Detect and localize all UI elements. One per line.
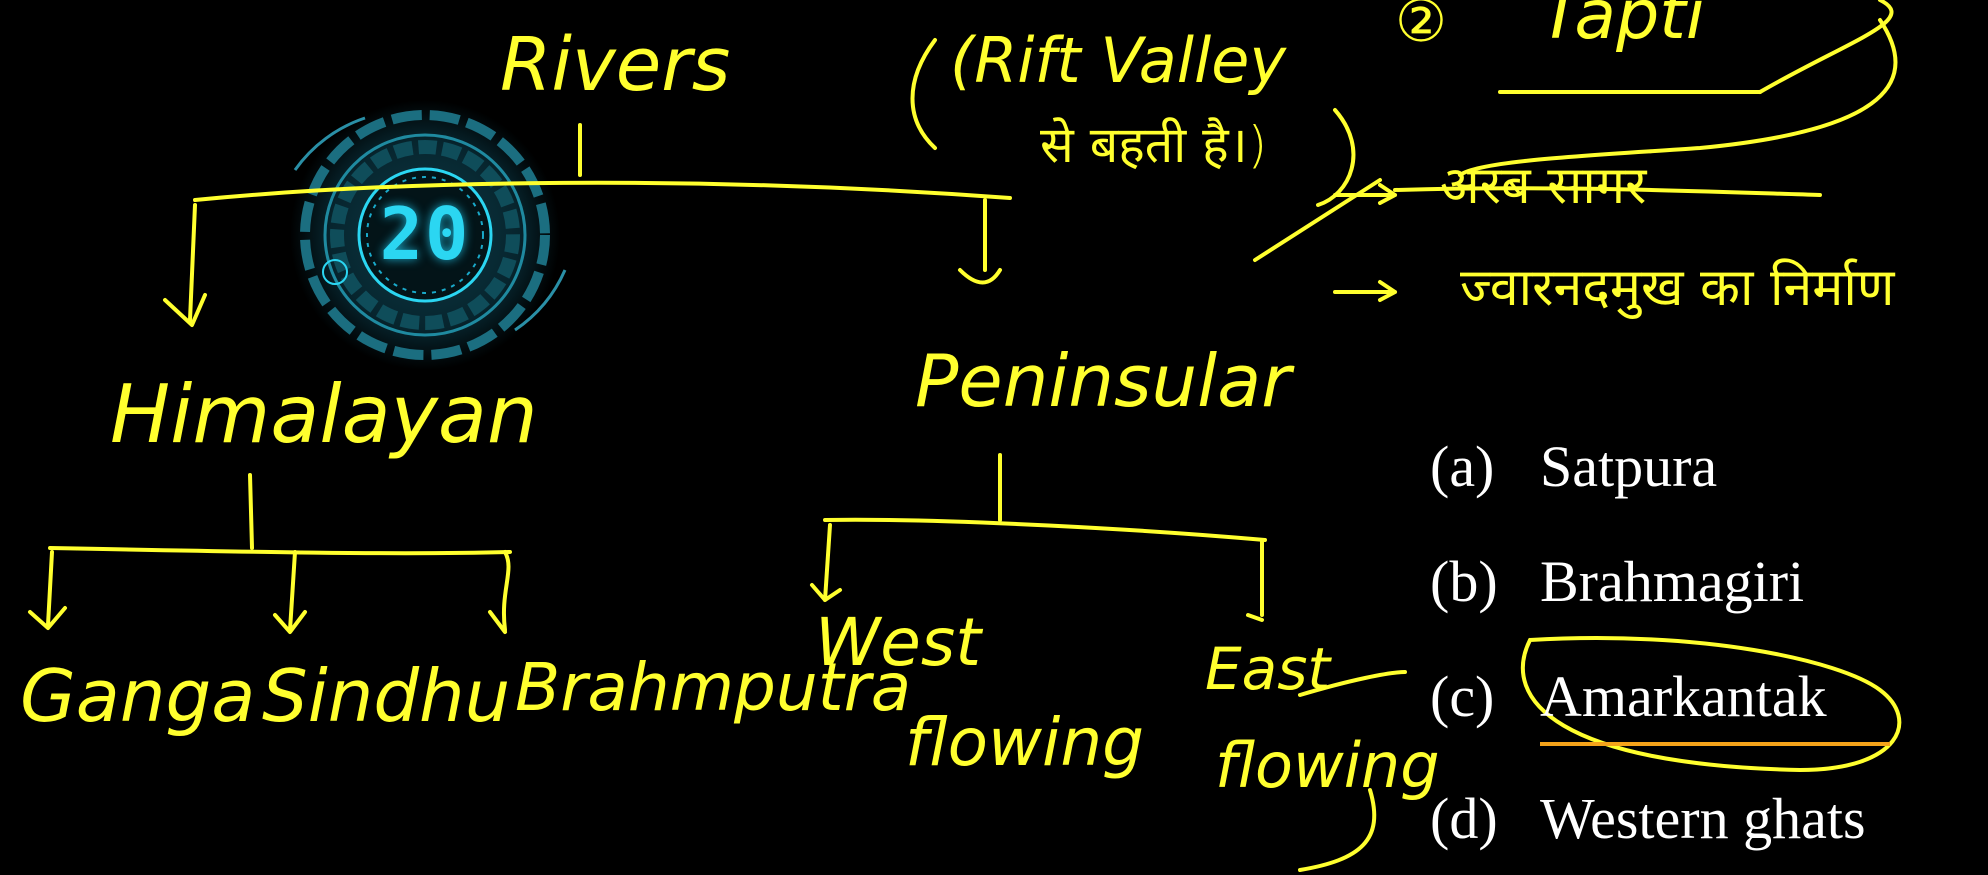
option-letter: (d) <box>1430 786 1498 851</box>
option-letter: (c) <box>1430 664 1495 729</box>
option-text: Satpura <box>1540 434 1718 499</box>
answer-underline <box>1540 742 1890 746</box>
tapti-label: Tapti <box>1540 0 1705 55</box>
brahmputra-label: Brahmputra <box>515 649 912 726</box>
option-text: Western ghats <box>1540 786 1866 851</box>
option-letter: (a) <box>1430 434 1495 499</box>
option-b: (b)Brahmagiri <box>1430 553 1804 611</box>
arabian-sea-note: अरब सागर <box>1440 156 1647 216</box>
peninsular-label: Peninsular <box>915 339 1291 423</box>
number-two-marker: ② <box>1395 0 1447 55</box>
timer-dial-icon <box>290 100 567 370</box>
estuary-formation-note: ज्वारनदमुख का निर्माण <box>1460 258 1895 318</box>
timer-value: 20 <box>379 192 471 276</box>
option-a: (a)Satpura <box>1430 438 1717 496</box>
east-flowing-label-line1: East <box>1205 635 1331 703</box>
west-flowing-label-line1: West <box>815 604 982 681</box>
option-text: Brahmagiri <box>1540 549 1805 614</box>
ganga-label: Ganga <box>20 654 256 738</box>
option-c: (c)Amarkantak <box>1430 668 1827 726</box>
west-flowing-label-line2: flowing <box>905 704 1145 781</box>
rift-valley-note: (Rift Valley <box>950 24 1287 97</box>
himalayan-label: Himalayan <box>110 368 538 461</box>
rivers-heading: Rivers <box>500 22 731 108</box>
sindhu-label: Sindhu <box>262 654 511 738</box>
option-letter: (b) <box>1430 549 1498 614</box>
east-flowing-label-line2: flowing <box>1215 729 1440 802</box>
option-text: Amarkantak <box>1540 664 1827 729</box>
countdown-timer: 20 <box>255 100 595 370</box>
rift-valley-hindi-note: से बहती है।) <box>1040 116 1268 174</box>
option-d: (d)Western ghats <box>1430 790 1866 848</box>
